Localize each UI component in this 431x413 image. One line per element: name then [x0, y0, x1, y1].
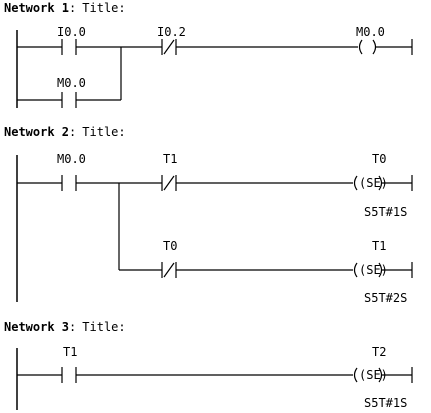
network-1: Network 1: Title: I0.0 I0.2 M0.0 [4, 1, 413, 108]
network-2-sep: : [69, 125, 76, 139]
coil-t1-preset: S5T#2S [364, 291, 407, 305]
network-3: Network 3: Title: T1 (SE) T2 S5T#1S [4, 320, 413, 410]
coil-m0-0: M0.0 [356, 25, 413, 55]
contact-t1-no: T1 [61, 345, 77, 383]
contact-i0-0-address: I0.0 [57, 25, 86, 39]
contact-m0-0: M0.0 [57, 152, 86, 191]
network-3-header: Network 3: Title: [4, 320, 126, 334]
contact-t1-nc: T1 [161, 152, 177, 191]
contact-m0-0-address: M0.0 [57, 76, 86, 90]
network-3-title: Title: [82, 320, 125, 334]
network-1-title: Title: [82, 1, 125, 15]
contact-i0-2: I0.2 [157, 25, 186, 55]
contact-i0-0: I0.0 [57, 25, 86, 55]
contact-t1-address: T1 [63, 345, 77, 359]
contact-t1-address: T1 [163, 152, 177, 166]
coil-t1-se: (SE) T1 S5T#2S [353, 239, 413, 305]
contact-t0-nc: T0 [161, 239, 177, 278]
contact-t0-address: T0 [163, 239, 177, 253]
contact-i0-2-address: I0.2 [157, 25, 186, 39]
coil-t1-address: T1 [372, 239, 386, 253]
coil-t0-preset: S5T#1S [364, 205, 407, 219]
coil-m0-0-address: M0.0 [356, 25, 385, 39]
network-1-label: Network 1 [4, 1, 69, 15]
network-2-title: Title: [82, 125, 125, 139]
coil-t2-se: (SE) T2 S5T#1S [353, 345, 413, 410]
coil-t0-se: (SE) T0 S5T#1S [353, 152, 413, 219]
network-3-label: Network 3 [4, 320, 69, 334]
network-2-header: Network 2: Title: [4, 125, 126, 139]
network-2-label: Network 2 [4, 125, 69, 139]
network-1-header: Network 1: Title: [4, 1, 126, 15]
contact-m0-0-address: M0.0 [57, 152, 86, 166]
coil-t2-address: T2 [372, 345, 386, 359]
network-3-sep: : [69, 320, 76, 334]
coil-t2-preset: S5T#1S [364, 396, 407, 410]
network-2: Network 2: Title: M0.0 T1 (SE) T0 S5T#1S [4, 125, 413, 305]
network-1-sep: : [69, 1, 76, 15]
contact-m0-0-branch: M0.0 [57, 76, 86, 108]
coil-t0-address: T0 [372, 152, 386, 166]
